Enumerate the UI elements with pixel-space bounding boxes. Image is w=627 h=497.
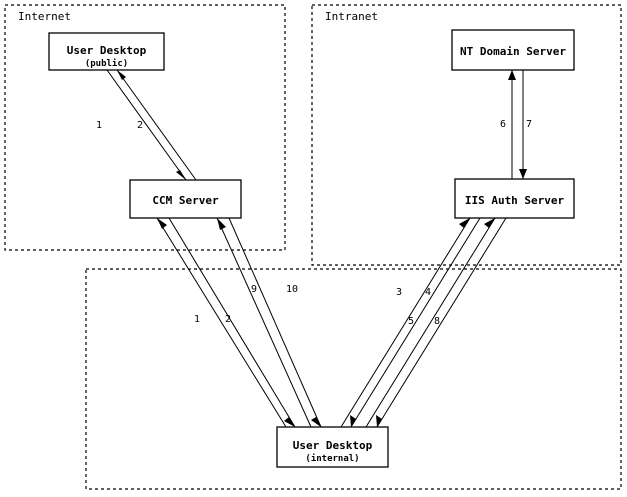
node-iis-auth-server[interactable]: IIS Auth Server bbox=[454, 178, 575, 219]
zone-labels: Internet Intranet bbox=[18, 10, 378, 23]
node-user-desktop-public-subtitle: (public) bbox=[85, 58, 128, 69]
step-label-9: 9 bbox=[251, 284, 257, 295]
node-nt-domain-server-title: NT Domain Server bbox=[460, 45, 566, 58]
step-label-group: 1 2 6 7 9 10 3 4 1 2 5 8 bbox=[96, 119, 532, 327]
arrowhead-9-ccm bbox=[217, 218, 226, 230]
arrowhead-1-ccm bbox=[176, 170, 186, 180]
step-label-8: 8 bbox=[434, 316, 440, 327]
arrowhead-6-nt-domain bbox=[508, 70, 516, 80]
node-nt-domain-server-box[interactable] bbox=[451, 29, 575, 71]
zone-label-intranet: Intranet bbox=[325, 10, 378, 23]
step-label-2-upper: 2 bbox=[137, 120, 143, 131]
conn-3-desktop-internal-to-iis bbox=[340, 217, 471, 428]
arrowhead-2b-desktop-internal bbox=[284, 417, 295, 427]
node-user-desktop-public-title: User Desktop bbox=[67, 44, 147, 57]
arrowhead-10-desktop-internal bbox=[311, 417, 321, 427]
conn-2-ccm-to-desktop-public bbox=[116, 69, 197, 181]
step-label-1-upper: 1 bbox=[96, 120, 102, 131]
node-user-desktop-public[interactable]: User Desktop (public) bbox=[48, 32, 165, 71]
node-iis-auth-server-title: IIS Auth Server bbox=[465, 194, 565, 207]
step-label-5: 5 bbox=[408, 316, 414, 327]
arrowhead-5-iis-auth bbox=[484, 218, 495, 228]
conn-8-iis-to-desktop-internal bbox=[376, 217, 507, 428]
conn-10-ccm-to-desktop-internal bbox=[228, 217, 322, 428]
node-nt-domain-server[interactable]: NT Domain Server bbox=[451, 29, 575, 71]
conn-1-desktop-public-to-ccm bbox=[106, 69, 187, 181]
zone-label-internet: Internet bbox=[18, 10, 71, 23]
conn-4-iis-to-desktop-internal bbox=[350, 217, 481, 428]
conn-9-desktop-internal-to-ccm bbox=[216, 217, 312, 428]
step-label-2-lower: 2 bbox=[225, 314, 231, 325]
conn-1b-desktop-internal-to-ccm bbox=[156, 217, 287, 428]
step-label-10: 10 bbox=[286, 284, 298, 295]
node-user-desktop-internal[interactable]: User Desktop (internal) bbox=[276, 426, 389, 468]
node-ccm-server-title: CCM Server bbox=[152, 194, 219, 207]
step-label-1-lower: 1 bbox=[194, 314, 200, 325]
arrowhead-4-desktop-internal bbox=[350, 415, 356, 427]
step-label-7: 7 bbox=[526, 119, 532, 130]
zone-internet-boundary bbox=[4, 4, 286, 251]
zone-intranet-boundary bbox=[311, 4, 622, 266]
step-label-3: 3 bbox=[396, 287, 402, 298]
node-user-desktop-internal-subtitle: (internal) bbox=[305, 453, 359, 464]
arrowhead-2-desktop-public bbox=[117, 70, 126, 80]
node-user-desktop-internal-title: User Desktop bbox=[293, 439, 373, 452]
step-label-4: 4 bbox=[425, 287, 431, 298]
arrowhead-8-desktop-internal bbox=[376, 415, 382, 427]
connector-group bbox=[106, 69, 527, 428]
conn-2b-ccm-to-desktop-internal bbox=[168, 217, 296, 428]
arrowhead-3-iis-auth bbox=[459, 218, 470, 228]
conn-5-desktop-internal-to-iis bbox=[365, 217, 496, 428]
node-ccm-server-box[interactable] bbox=[129, 179, 242, 219]
arrowhead-1b-ccm bbox=[157, 218, 167, 229]
zone-group bbox=[4, 4, 622, 490]
step-label-6: 6 bbox=[500, 119, 506, 130]
node-user-desktop-internal-box[interactable] bbox=[276, 426, 389, 468]
node-group: User Desktop (public) NT Domain Server C… bbox=[48, 29, 575, 468]
node-ccm-server[interactable]: CCM Server bbox=[129, 179, 242, 219]
node-user-desktop-public-box[interactable] bbox=[48, 32, 165, 71]
zone-internal-network-boundary bbox=[85, 268, 622, 490]
node-iis-auth-server-box[interactable] bbox=[454, 178, 575, 219]
arrowhead-7-iis-auth bbox=[519, 169, 527, 179]
